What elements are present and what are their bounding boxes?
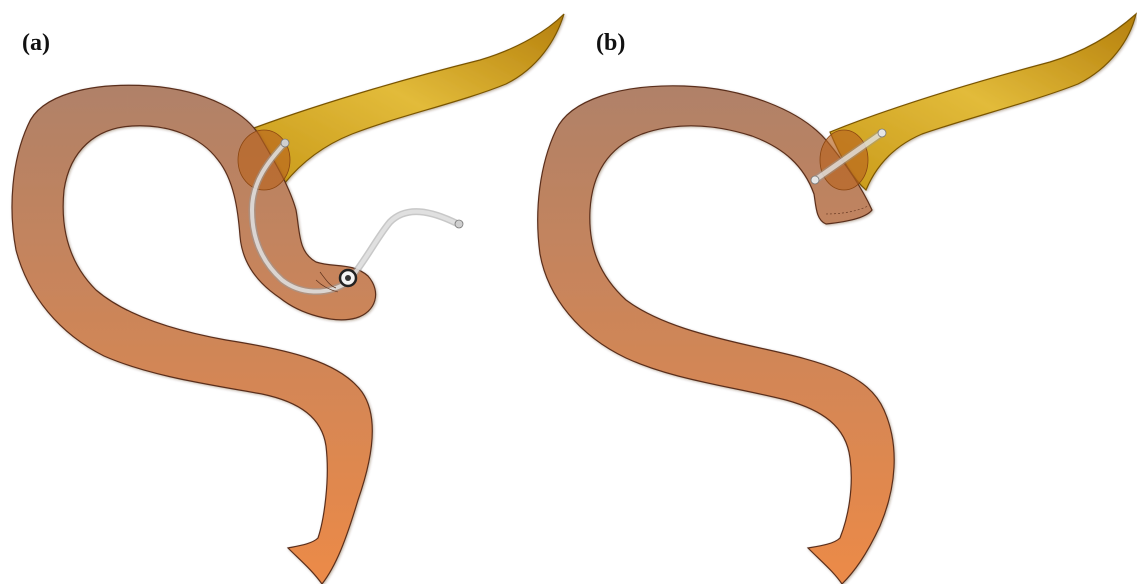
stent-tip-distal-a bbox=[455, 220, 463, 228]
panel-a: (a) bbox=[12, 14, 564, 584]
bowel-loop-a bbox=[12, 85, 376, 584]
stent-tip-proximal-b bbox=[878, 129, 886, 137]
pancreas-b bbox=[830, 14, 1136, 190]
stent-tip-proximal-a bbox=[281, 139, 289, 147]
anastomosis-a bbox=[238, 130, 290, 190]
panel-b-label: (b) bbox=[596, 30, 625, 56]
panel-a-label: (a) bbox=[22, 30, 50, 56]
stent-tip-distal-b bbox=[811, 176, 819, 184]
panel-b: (b) bbox=[538, 14, 1136, 584]
pancreas-a bbox=[254, 14, 564, 184]
